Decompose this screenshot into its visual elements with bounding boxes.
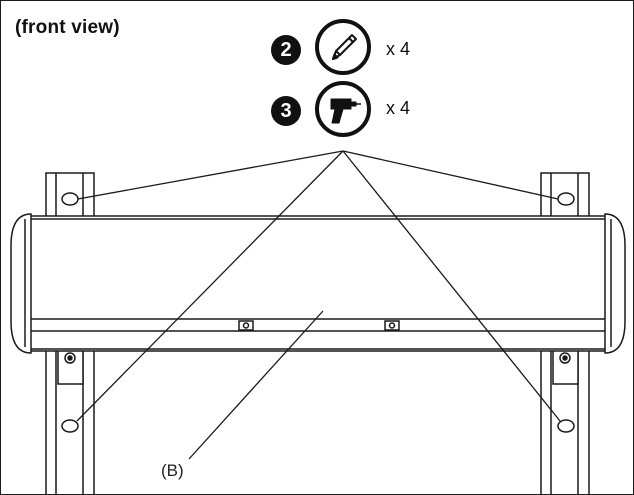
step-number-3: 3	[271, 96, 301, 126]
tool-circle-drill	[315, 81, 371, 137]
view-label: (front view)	[15, 17, 120, 38]
mounting-hole-bottom-right	[557, 419, 575, 433]
mounting-hole-bottom-left	[61, 419, 79, 433]
leader-lines	[76, 150, 561, 460]
tool-circle-pencil	[315, 19, 371, 75]
quantity-drill: x 4	[386, 98, 411, 118]
mounting-hole-top-right	[557, 192, 575, 206]
step-number-2: 2	[271, 35, 301, 65]
quantity-pencil: x 4	[386, 39, 411, 59]
crossbar-b	[10, 213, 626, 354]
part-label-b: (B)	[161, 461, 184, 480]
pencil-icon	[332, 34, 357, 60]
drill-icon	[330, 98, 361, 124]
bracket-left	[57, 345, 84, 385]
mounting-hole-top-left	[61, 192, 79, 206]
